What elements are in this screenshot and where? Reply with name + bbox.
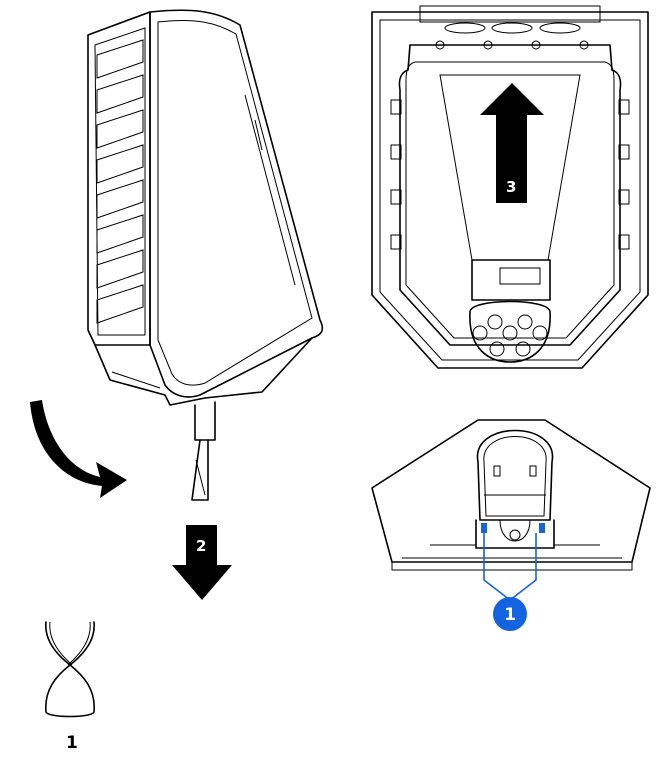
up-arrow-icon: 3 — [480, 83, 544, 203]
charger-back-view — [371, 5, 649, 369]
callout-number: 1 — [504, 605, 516, 625]
step-1-label: 1 — [54, 414, 64, 432]
down-arrow-icon: 2 — [172, 525, 232, 600]
charger-underside-view — [371, 419, 651, 571]
curved-rotate-arrow-icon: 1 — [30, 400, 127, 498]
release-clip-callout: 1 — [481, 523, 545, 631]
part-caption: 1 — [66, 733, 78, 753]
tool-clip-icon — [45, 621, 95, 718]
charger-side-view — [87, 9, 324, 501]
step-3-label: 3 — [506, 178, 516, 196]
step-2-label: 2 — [196, 537, 206, 555]
